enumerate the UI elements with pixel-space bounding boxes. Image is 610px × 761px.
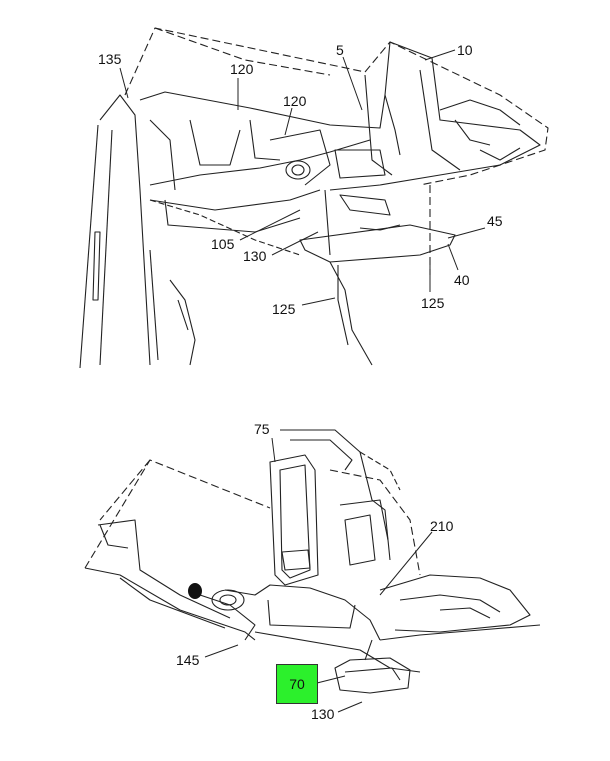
callout-120-second: 120 [283,93,307,109]
callout-125-right: 125 [421,295,445,311]
lower-view-artwork [84,429,541,694]
callout-125-left: 125 [272,301,296,317]
callout-120: 120 [230,61,254,77]
callout-70: 70 [289,676,305,692]
callout-105: 105 [211,236,235,252]
callout-10: 10 [457,42,473,58]
leader-lines [119,49,486,713]
grommet-dot [188,583,202,599]
callout-70-highlight[interactable]: 70 [276,664,318,704]
callout-75: 75 [254,421,270,437]
callout-5: 5 [336,42,344,58]
callout-45: 45 [487,213,503,229]
callout-210: 210 [430,518,454,534]
callout-135: 135 [98,51,122,67]
callout-130: 130 [243,248,267,264]
callout-40: 40 [454,272,470,288]
callout-130-lower: 130 [311,706,335,722]
callout-145: 145 [176,652,200,668]
upper-view-artwork [79,27,549,369]
